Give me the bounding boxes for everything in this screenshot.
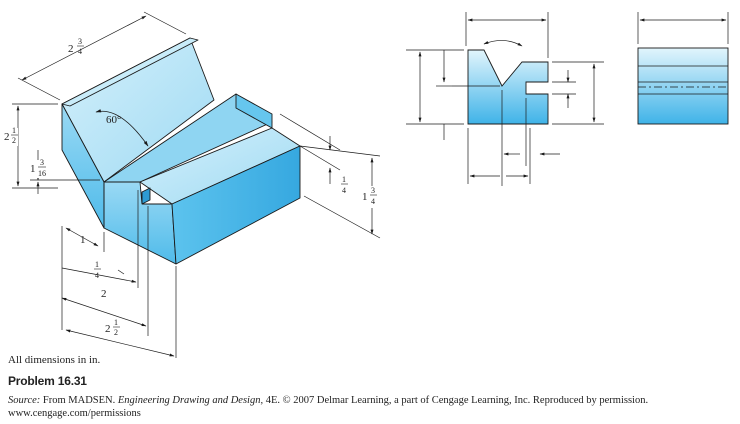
dim-2-1-2-length: 2 1 2 (105, 318, 120, 337)
svg-text:1: 1 (30, 163, 36, 175)
dim-1: 1 (80, 234, 86, 246)
svg-text:2: 2 (12, 136, 16, 145)
svg-text:1: 1 (342, 175, 346, 184)
svg-text:1: 1 (114, 318, 118, 327)
source-post: 4E. © 2007 Delmar Learning, a part of Ce… (263, 395, 649, 406)
source-pre: From MADSEN. (40, 395, 118, 406)
svg-text:2: 2 (114, 328, 118, 337)
svg-text:2: 2 (4, 131, 10, 143)
source-book-title: Engineering Drawing and Design, (117, 395, 264, 406)
dim-2-3-4: 2 3 4 (68, 37, 84, 56)
svg-text:2: 2 (105, 323, 111, 335)
svg-text:1: 1 (12, 126, 16, 135)
dim-1-4-bottom: 1 4 (94, 260, 101, 280)
svg-text:1: 1 (95, 260, 99, 269)
svg-text:16: 16 (38, 169, 46, 178)
problem-number: Problem 16.31 (8, 374, 87, 388)
dim-1-3-16: 1 3 16 (28, 158, 48, 178)
side-view (637, 12, 729, 125)
svg-text:4: 4 (342, 186, 346, 195)
iso-dimension-lines (12, 11, 381, 358)
slot-face (141, 187, 151, 205)
svg-text:3: 3 (78, 37, 82, 46)
dim-2: 2 (101, 288, 107, 300)
front-view-profile (467, 49, 549, 125)
source-label: Source: (8, 395, 41, 406)
isometric-view (61, 37, 301, 265)
dim-1-4-slot: 1 4 (340, 174, 350, 196)
svg-text:3: 3 (371, 186, 375, 195)
svg-text:1: 1 (362, 191, 368, 203)
svg-text:3: 3 (40, 158, 44, 167)
svg-text:4: 4 (78, 47, 82, 56)
angle-label: 60° (106, 114, 121, 126)
dim-1-3-4-height: 1 3 4 (360, 186, 382, 208)
svg-text:2: 2 (68, 43, 74, 55)
dim-2-1-2-height: 2 1 2 (2, 126, 18, 146)
units-note: All dimensions in in. (8, 354, 101, 366)
svg-text:4: 4 (95, 271, 99, 280)
right-side-face (171, 145, 301, 265)
permissions-url: www.cengage.com/permissions (8, 408, 141, 419)
angle-arc (95, 109, 149, 147)
source-credit: Source: From MADSEN. Engineering Drawing… (8, 394, 733, 420)
front-view (406, 12, 604, 186)
svg-text:4: 4 (371, 197, 375, 206)
